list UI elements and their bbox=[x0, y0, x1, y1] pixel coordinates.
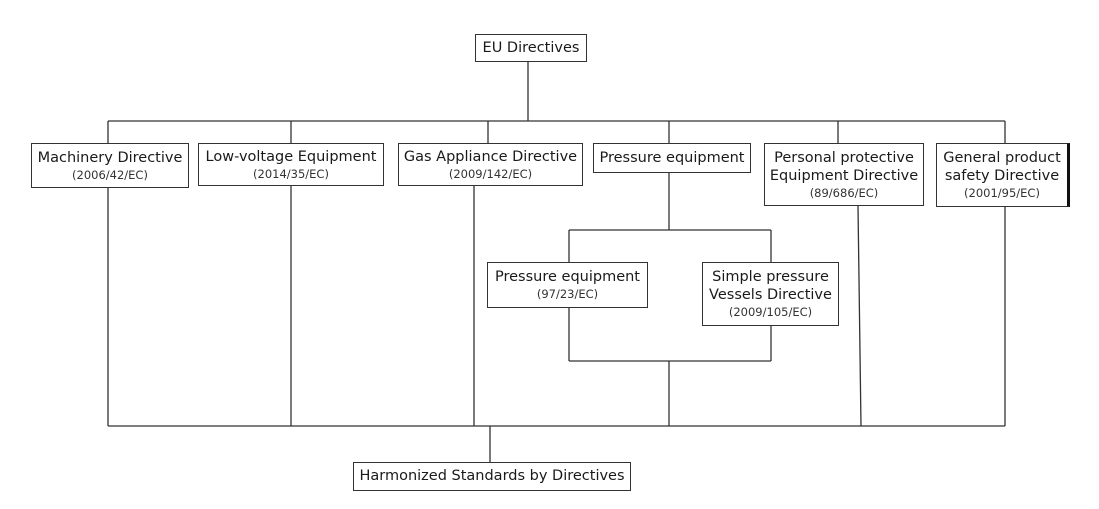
directive-box-personal-protective: Personal protective Equipment Directive … bbox=[764, 143, 924, 206]
directive-code: (2009/142/EC) bbox=[448, 166, 533, 181]
root-box: EU Directives bbox=[475, 34, 587, 62]
directive-label-line1: Personal protective bbox=[774, 149, 914, 166]
directive-code: (2001/95/EC) bbox=[964, 186, 1040, 201]
harmonized-standards-box: Harmonized Standards by Directives bbox=[353, 462, 631, 491]
directive-code: (2006/42/EC) bbox=[72, 167, 148, 182]
directive-label: Low-voltage Equipment bbox=[205, 148, 377, 165]
directive-box-pressure-equipment: Pressure equipment bbox=[593, 143, 751, 173]
child-label-line2: Vessels Directive bbox=[709, 287, 832, 304]
child-label: Pressure equipment bbox=[495, 269, 640, 286]
directive-label: Machinery Directive bbox=[37, 149, 183, 166]
pressure-child-box-simple-vessels: Simple pressure Vessels Directive (2009/… bbox=[702, 262, 839, 326]
directive-label-line2: Equipment Directive bbox=[769, 167, 919, 184]
root-label: EU Directives bbox=[482, 39, 580, 56]
directive-box-machinery: Machinery Directive (2006/42/EC) bbox=[31, 143, 189, 188]
directive-box-low-voltage: Low-voltage Equipment (2014/35/EC) bbox=[198, 143, 384, 186]
directive-label-line1: General product bbox=[943, 150, 1061, 167]
directive-label-line2: safety Directive bbox=[944, 168, 1060, 185]
directive-label: Gas Appliance Directive bbox=[403, 148, 578, 165]
child-code: (2009/105/EC) bbox=[728, 305, 813, 320]
directive-box-gas-appliance: Gas Appliance Directive (2009/142/EC) bbox=[398, 143, 583, 186]
directive-code: (89/686/EC) bbox=[809, 185, 879, 200]
harmonized-label: Harmonized Standards by Directives bbox=[359, 468, 625, 485]
pressure-child-box-97-23: Pressure equipment (97/23/EC) bbox=[487, 262, 648, 308]
directive-label: Pressure equipment bbox=[599, 149, 745, 166]
child-label-line1: Simple pressure bbox=[712, 269, 829, 286]
child-code: (97/23/EC) bbox=[536, 287, 599, 302]
directive-code: (2014/35/EC) bbox=[253, 166, 329, 181]
directive-box-general-product-safety: General product safety Directive (2001/9… bbox=[936, 143, 1070, 207]
